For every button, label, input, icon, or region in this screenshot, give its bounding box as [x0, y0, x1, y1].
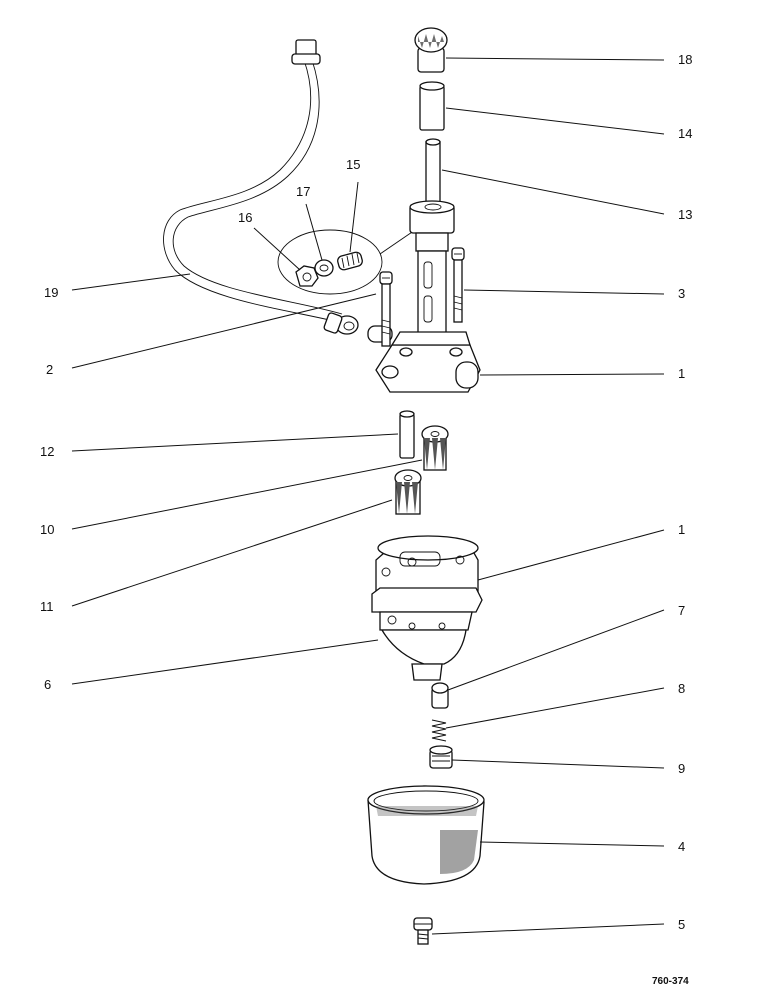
plunger-7 [431, 682, 449, 709]
callout-4: 4 [678, 839, 685, 854]
oil-pipe [163, 39, 359, 335]
callout-19: 19 [44, 285, 58, 300]
callout-11: 11 [40, 599, 54, 614]
callout-18: 18 [678, 52, 692, 67]
detail-ring [277, 229, 383, 295]
callout-3: 3 [678, 286, 685, 301]
drawing-reference: 760-374 [652, 976, 689, 987]
gear-11 [394, 469, 422, 515]
callout-12: 12 [40, 444, 54, 459]
callout-15: 15 [346, 157, 360, 172]
callout-6: 6 [44, 677, 51, 692]
callout-14: 14 [678, 126, 692, 141]
callout-2: 2 [46, 362, 53, 377]
shaft-13 [425, 138, 441, 213]
screw-15 [337, 251, 363, 271]
nut-16 [295, 265, 319, 287]
pump-body-lower [371, 535, 483, 681]
callout-13: 13 [678, 207, 692, 222]
callouts: 18 14 13 3 1 15 17 16 19 2 12 10 11 1 7 … [40, 52, 692, 932]
screw-5 [413, 917, 433, 945]
callout-16: 16 [238, 210, 252, 225]
strainer-4 [367, 785, 485, 885]
bolt-3 [451, 247, 465, 323]
drive-gear-18 [414, 27, 448, 73]
callout-17: 17 [296, 184, 310, 199]
callout-9: 9 [678, 761, 685, 776]
bush-14 [419, 81, 445, 131]
callout-1-lower: 1 [678, 522, 685, 537]
bolt-2 [379, 271, 393, 347]
callout-1-upper: 1 [678, 366, 685, 381]
callout-5: 5 [678, 917, 685, 932]
callout-7: 7 [678, 603, 685, 618]
callout-10: 10 [40, 522, 54, 537]
leader-lines [71, 57, 665, 935]
spring-8 [431, 719, 447, 742]
washer-17 [314, 259, 334, 277]
gear-10 [421, 425, 449, 471]
plug-9 [429, 745, 453, 769]
callout-8: 8 [678, 681, 685, 696]
pin-12 [399, 410, 415, 459]
